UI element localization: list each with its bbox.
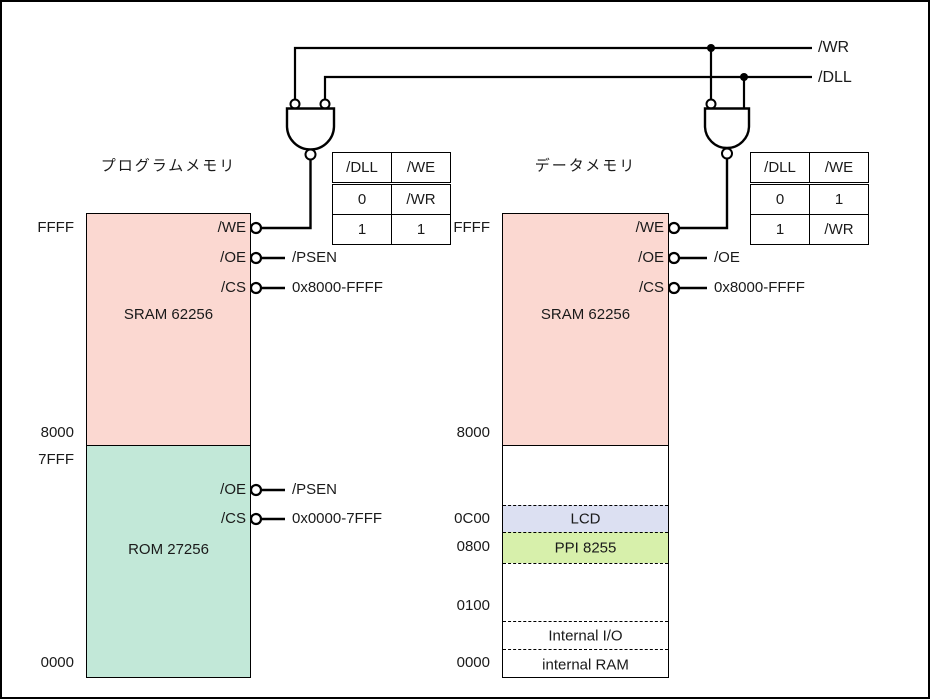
internal-io-label: Internal I/O <box>548 627 623 644</box>
data-sram-we-pin: /WE <box>635 219 664 236</box>
internal-ram-region: internal RAM <box>503 649 668 679</box>
data-addr-ffff: FFFF <box>453 219 490 236</box>
program-sram-name: SRAM 62256 <box>123 306 214 323</box>
program-we-output-wire <box>261 159 312 230</box>
program-addr-ffff: FFFF <box>37 219 74 236</box>
program-rom-name: ROM 27256 <box>128 541 209 558</box>
data-addr-0c00: 0C00 <box>454 510 490 527</box>
program-sram-cs-range: 0x8000-FFFF <box>292 279 383 296</box>
truth-cell: /WR <box>391 183 451 215</box>
data-addr-0000: 0000 <box>456 654 490 671</box>
data-we-output-wire <box>679 158 729 230</box>
program-sram-oe-pin: /OE <box>220 249 246 266</box>
truth-cell: 1 <box>809 183 869 215</box>
wr-net-label: /WR <box>818 39 850 56</box>
data-unused-upper-region <box>503 446 668 505</box>
truth-cell: /WR <box>809 214 869 245</box>
data-pin-bubbles <box>667 221 681 295</box>
program-addr-0000: 0000 <box>40 654 74 671</box>
internal-io-region: Internal I/O <box>503 621 668 649</box>
program-sram-region: SRAM 62256 <box>87 214 250 446</box>
program-memory-block: SRAM 62256 ROM 27256 <box>86 213 251 678</box>
program-rom-oe-pin: /OE <box>220 481 246 498</box>
data-memory-title: データメモリ <box>534 157 637 175</box>
data-we-gate-icon <box>703 98 751 160</box>
program-pin-stubs <box>261 256 285 521</box>
lcd-region: LCD <box>503 505 668 532</box>
program-sram-we-pin: /WE <box>217 219 246 236</box>
ppi-region: PPI 8255 <box>503 532 668 563</box>
dll-junction-dot <box>740 73 748 81</box>
data-sram-oe-pin: /OE <box>638 249 664 266</box>
program-we-gate-icon <box>285 98 336 161</box>
data-sram-name: SRAM 62256 <box>540 306 631 323</box>
data-memory-block: SRAM 62256 LCD PPI 8255 Internal I/O int… <box>502 213 669 678</box>
program-memory-title: プログラムメモリ <box>100 157 237 175</box>
program-rom-cs-pin: /CS <box>220 510 246 527</box>
truth-cell: 1 <box>391 214 451 245</box>
data-pin-stubs <box>679 256 707 290</box>
program-rom-oe-signal: /PSEN <box>292 481 338 498</box>
data-addr-0800: 0800 <box>456 538 490 555</box>
truth-cell: 0 <box>332 183 392 215</box>
program-sram-oe-signal: /PSEN <box>292 249 338 266</box>
wr-junction-dot <box>707 44 715 52</box>
data-addr-8000: 8000 <box>456 424 490 441</box>
truth-cell: 1 <box>332 214 392 245</box>
program-addr-8000: 8000 <box>40 424 74 441</box>
data-truth-col2: /WE <box>809 152 869 185</box>
data-unused-lower-region <box>503 563 668 621</box>
data-sram-cs-pin: /CS <box>638 279 664 296</box>
data-truth-col1: /DLL <box>750 152 810 185</box>
truth-cell: 1 <box>750 214 810 245</box>
truth-cell: 0 <box>750 183 810 215</box>
program-truth-table: /DLL /WE 0 /WR 1 1 <box>332 152 451 245</box>
internal-ram-label: internal RAM <box>542 656 629 673</box>
dll-wire <box>323 75 812 100</box>
ppi-region-label: PPI 8255 <box>554 539 617 557</box>
program-rom-cs-range: 0x0000-7FFF <box>292 510 383 527</box>
program-rom-region: ROM 27256 <box>87 446 250 677</box>
data-addr-0100: 0100 <box>456 597 490 614</box>
data-sram-oe-signal: /OE <box>714 249 740 266</box>
program-sram-cs-pin: /CS <box>220 279 246 296</box>
program-truth-col2: /WE <box>391 152 451 185</box>
dll-net-label: /DLL <box>818 69 852 86</box>
wr-wire <box>293 46 812 100</box>
program-pin-bubbles <box>249 221 263 526</box>
lcd-region-label: LCD <box>570 510 601 528</box>
program-addr-7fff: 7FFF <box>38 451 74 468</box>
data-sram-cs-range: 0x8000-FFFF <box>714 279 805 296</box>
data-truth-table: /DLL /WE 0 1 1 /WR <box>750 152 869 245</box>
data-sram-region: SRAM 62256 <box>503 214 668 446</box>
program-truth-col1: /DLL <box>332 152 392 185</box>
